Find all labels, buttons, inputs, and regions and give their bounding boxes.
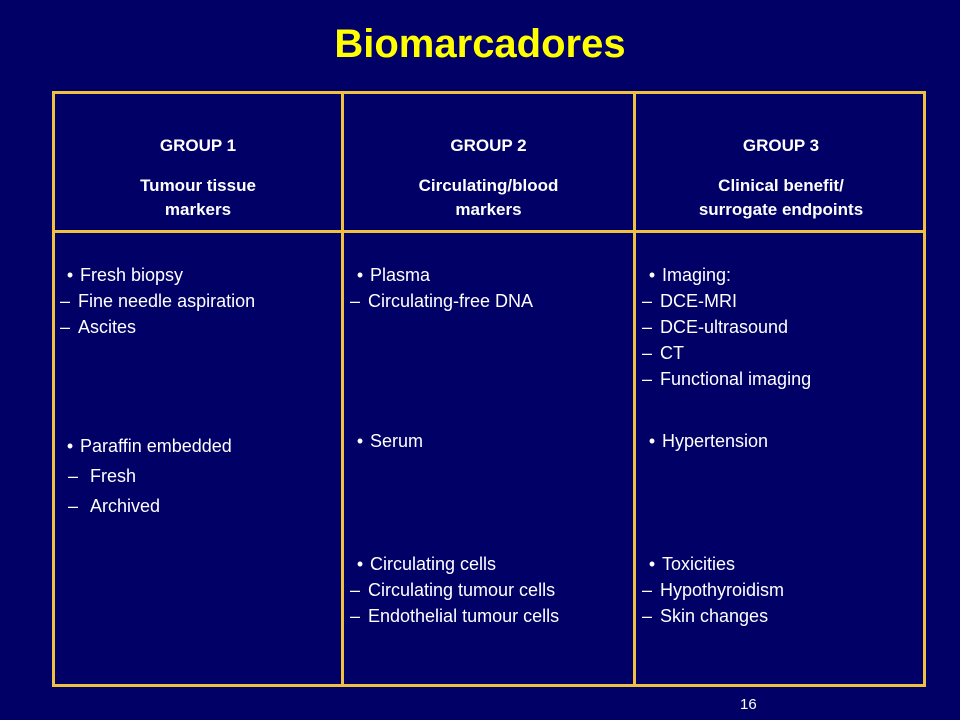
list-item: –Fresh bbox=[60, 463, 232, 489]
list-item: –Circulating tumour cells bbox=[350, 577, 559, 603]
bullet-icon: • bbox=[356, 554, 364, 574]
subheader-1: Tumour tissue markers bbox=[140, 176, 256, 219]
list-item: •Toxicities bbox=[642, 551, 784, 577]
header-divider bbox=[55, 230, 923, 233]
list-item: –Circulating-free DNA bbox=[350, 288, 533, 314]
list-item: •Paraffin embedded bbox=[60, 433, 232, 459]
list-item: •Serum bbox=[350, 428, 423, 454]
bullet-icon: • bbox=[648, 431, 656, 451]
subheader-3: Clinical benefit/ surrogate endpoints bbox=[698, 176, 864, 219]
list-item: •Fresh biopsy bbox=[60, 262, 255, 288]
col3-block1: •Imaging: –DCE-MRI –DCE-ultrasound –CT –… bbox=[642, 262, 811, 392]
list-item: –CT bbox=[642, 340, 811, 366]
list-item: –Archived bbox=[60, 493, 232, 519]
subheader-2: Circulating/blood markers bbox=[418, 176, 559, 219]
list-item: –Endothelial tumour cells bbox=[350, 603, 559, 629]
col3-block3: •Toxicities –Hypothyroidism –Skin change… bbox=[642, 551, 784, 629]
col2-block3: •Circulating cells –Circulating tumour c… bbox=[350, 551, 559, 629]
list-item: •Plasma bbox=[350, 262, 533, 288]
list-item: –Skin changes bbox=[642, 603, 784, 629]
bullet-icon: • bbox=[356, 431, 364, 451]
list-item: •Circulating cells bbox=[350, 551, 559, 577]
bullet-icon: • bbox=[66, 436, 74, 456]
dash-icon: – bbox=[68, 496, 79, 516]
group-header-1: GROUP 1 bbox=[159, 136, 237, 155]
bullet-icon: • bbox=[356, 265, 364, 285]
list-item: –Fine needle aspiration bbox=[60, 288, 255, 314]
page-number: 16 bbox=[740, 696, 757, 713]
dash-icon: – bbox=[60, 291, 71, 311]
slide-title: Biomarcadores bbox=[334, 22, 626, 66]
list-item: –Hypothyroidism bbox=[642, 577, 784, 603]
dash-icon: – bbox=[642, 606, 653, 626]
dash-icon: – bbox=[350, 580, 361, 600]
dash-icon: – bbox=[642, 317, 653, 337]
list-item: –DCE-ultrasound bbox=[642, 314, 811, 340]
list-item: –Functional imaging bbox=[642, 366, 811, 392]
col2-block1: •Plasma –Circulating-free DNA bbox=[350, 262, 533, 314]
dash-icon: – bbox=[642, 580, 653, 600]
bullet-icon: • bbox=[648, 265, 656, 285]
dash-icon: – bbox=[60, 317, 71, 337]
list-item: •Imaging: bbox=[642, 262, 811, 288]
col1-block2: •Paraffin embedded –Fresh –Archived bbox=[60, 433, 232, 519]
col3-block2: •Hypertension bbox=[642, 428, 768, 454]
dash-icon: – bbox=[68, 466, 79, 486]
col2-block2: •Serum bbox=[350, 428, 423, 454]
group-header-2: GROUP 2 bbox=[450, 136, 527, 155]
col1-block1: •Fresh biopsy –Fine needle aspiration –A… bbox=[60, 262, 255, 340]
group-header-3: GROUP 3 bbox=[742, 136, 820, 155]
biomarker-table: GROUP 1 GROUP 2 GROUP 3 Tumour tissue ma… bbox=[52, 91, 926, 687]
dash-icon: – bbox=[350, 606, 361, 626]
list-item: •Hypertension bbox=[642, 428, 768, 454]
dash-icon: – bbox=[350, 291, 361, 311]
dash-icon: – bbox=[642, 343, 653, 363]
column-divider bbox=[633, 94, 636, 684]
dash-icon: – bbox=[642, 369, 653, 389]
list-item: –Ascites bbox=[60, 314, 255, 340]
dash-icon: – bbox=[642, 291, 653, 311]
bullet-icon: • bbox=[66, 265, 74, 285]
column-divider bbox=[341, 94, 344, 684]
list-item: –DCE-MRI bbox=[642, 288, 811, 314]
bullet-icon: • bbox=[648, 554, 656, 574]
